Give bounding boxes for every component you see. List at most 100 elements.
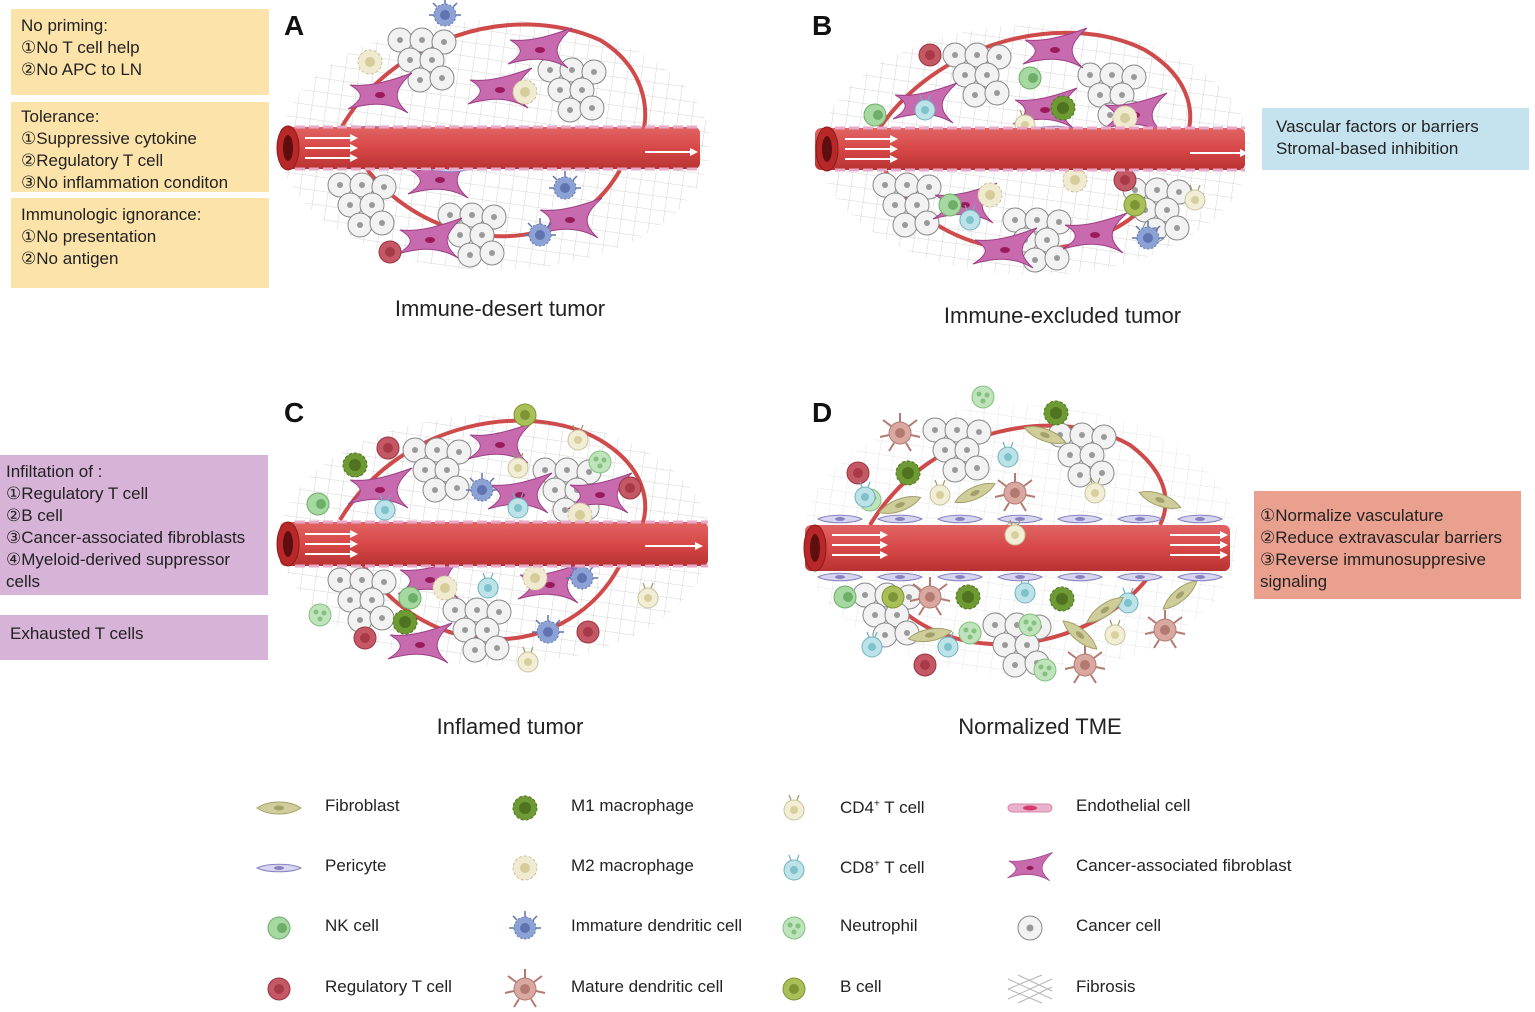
- nk-cell: [833, 585, 857, 609]
- legend-label: Regulatory T cell: [325, 977, 452, 996]
- regulatory-t-cell: [376, 436, 400, 460]
- m2-macrophage-cell: [357, 49, 383, 75]
- m2-macrophage-cell: [1062, 167, 1088, 193]
- neutrophil-cell: [588, 450, 612, 474]
- regulatory-t-cell: [913, 653, 937, 677]
- flow-arrows: [305, 533, 695, 555]
- neutrophil-cell: [1018, 613, 1042, 637]
- legend-label: Mature dendritic cell: [571, 977, 724, 996]
- regulatory-t-cell-icon: [267, 977, 291, 1001]
- legend-label-text: CD4: [840, 798, 875, 817]
- legend-label-suffix: T cell: [879, 858, 925, 877]
- tolerance-item: ③No inflammation conditon: [21, 173, 229, 192]
- caption-a: Immune-desert tumor: [394, 296, 606, 321]
- m2-macrophage-cell: [432, 575, 458, 601]
- scene-d-normalized: [802, 385, 1238, 684]
- vascular-item: Stromal-based inhibition: [1276, 139, 1459, 158]
- infiltration-item: ④Myeloid-derived suppressor: [6, 550, 231, 569]
- panel-letter-b: B: [812, 10, 833, 41]
- normalize-item: ①Normalize vasculature: [1260, 506, 1444, 525]
- ignorance-item: ①No presentation: [21, 227, 157, 246]
- regulatory-t-cell: [846, 461, 870, 485]
- cd8-t-cell-icon: [783, 854, 805, 881]
- b-cell: [513, 403, 537, 427]
- neutrophil-cell: [971, 385, 995, 409]
- capillary: [338, 418, 648, 531]
- regulatory-t-cell: [1113, 168, 1137, 192]
- fibroblast-icon: [256, 801, 302, 815]
- vessel-lumen: [822, 136, 832, 162]
- exhausted-box: Exhausted T cells: [0, 615, 268, 660]
- legend-label: Cancer-associated fibroblast: [1076, 856, 1292, 875]
- regulatory-t-cell: [353, 626, 377, 650]
- neutrophil-cell: [1033, 658, 1057, 682]
- nk-cell-icon: [267, 916, 291, 940]
- panel-letter-d: D: [812, 397, 833, 428]
- nk-cell: [938, 193, 962, 217]
- infiltration-item: ③Cancer-associated fibroblasts: [6, 528, 246, 547]
- capillary: [873, 30, 1193, 141]
- nk-cell: [1018, 66, 1042, 90]
- no-priming-item: ②No APC to LN: [21, 60, 143, 79]
- normalize-item: signaling: [1260, 572, 1328, 591]
- ignorance-box: Immunologic ignorance: ①No presentation …: [11, 198, 269, 288]
- panel-letter-a: A: [284, 10, 305, 41]
- vessel-lumen: [283, 135, 293, 161]
- legend-label: Cancer cell: [1076, 916, 1162, 935]
- neutrophil-cell: [958, 621, 982, 645]
- m1-macrophage-cell: [1050, 95, 1076, 121]
- blood-vessel: [280, 522, 708, 566]
- nk-cell: [863, 103, 887, 127]
- legend-label: M2 macrophage: [571, 856, 694, 875]
- flow-arrows: [845, 138, 1240, 160]
- m1-macrophage-cell: [895, 460, 921, 486]
- m2-macrophage-icon: [512, 855, 538, 881]
- normalize-item: ②Reduce extravascular barriers: [1260, 528, 1503, 547]
- panel-letter-c: C: [284, 397, 305, 428]
- scene-c-inflamed: [276, 403, 710, 673]
- regulatory-t-cell: [918, 43, 942, 67]
- tolerance-item: ①Suppressive cytokine: [21, 129, 197, 148]
- cancer-cell-icon: [1017, 915, 1043, 941]
- legend-label-suffix: T cell: [879, 798, 925, 817]
- tolerance-item: ②Regulatory T cell: [21, 151, 164, 170]
- legend-label: CD4+ T cell: [840, 798, 925, 818]
- legend-label-sup: +: [874, 798, 880, 810]
- flow-arrows: [832, 534, 1220, 556]
- flow-arrows: [305, 137, 690, 159]
- neutrophil-cell: [308, 603, 332, 627]
- legend-label: Fibroblast: [325, 796, 400, 815]
- legend-label: Neutrophil: [840, 916, 918, 935]
- no-priming-title: No priming:: [21, 16, 108, 35]
- vessel-lumen: [283, 531, 293, 557]
- scene-b-immune-excluded: [815, 25, 1250, 275]
- neutrophil-icon: [782, 916, 806, 940]
- legend-label: NK cell: [325, 916, 379, 935]
- legend-label: Fibrosis: [1076, 977, 1136, 996]
- capillary: [338, 22, 648, 141]
- m1-macrophage-cell: [1049, 586, 1075, 612]
- legend-label: Endothelial cell: [1076, 796, 1191, 815]
- endothelium-lining: [835, 126, 1245, 172]
- caption-b: Immune-excluded tumor: [943, 303, 1182, 328]
- legend-label: Immature dendritic cell: [571, 916, 743, 935]
- b-cell: [1123, 193, 1147, 217]
- blood-vessel: [805, 525, 1230, 571]
- exhausted-title: Exhausted T cells: [10, 624, 144, 643]
- mature-dendritic-cell-icon: [504, 969, 546, 1008]
- vessel-lumen: [810, 534, 820, 562]
- no-priming-box: No priming: ①No T cell help ②No APC to L…: [11, 9, 269, 95]
- m1-macrophage-icon: [512, 795, 538, 821]
- legend-label: Pericyte: [325, 856, 387, 875]
- m2-macrophage-cell: [1112, 105, 1138, 131]
- b-cell: [881, 585, 905, 609]
- regulatory-t-cell: [618, 476, 642, 500]
- pericyte-icon: [256, 863, 302, 873]
- infiltration-item: ②B cell: [6, 506, 63, 525]
- vascular-item: Vascular factors or barriers: [1276, 117, 1479, 136]
- blood-vessel: [815, 128, 1245, 170]
- caption-d: Normalized TME: [958, 714, 1122, 739]
- normalize-item: ③Reverse immunosuppresive: [1260, 550, 1486, 569]
- ignorance-title: Immunologic ignorance:: [21, 205, 202, 224]
- m1-macrophage-cell: [955, 584, 981, 610]
